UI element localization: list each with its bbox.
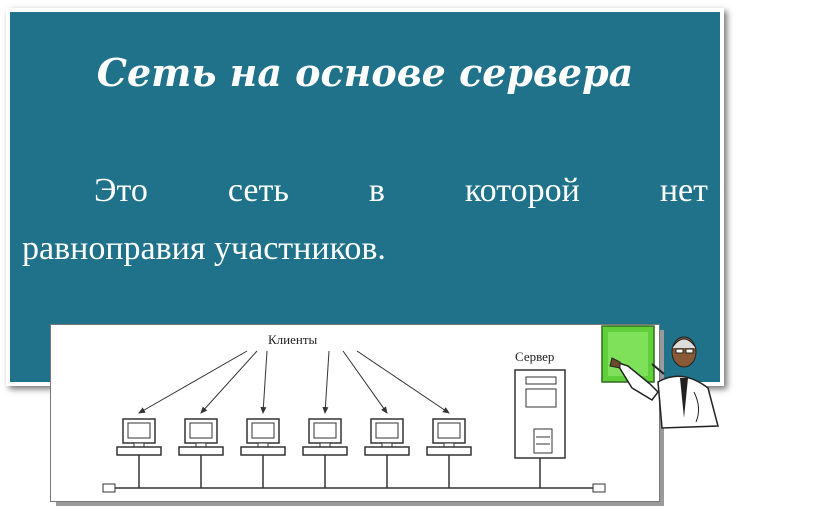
client-arrow — [138, 350, 248, 414]
computer-icon — [178, 418, 224, 488]
presenter-clipart-icon — [601, 325, 719, 429]
body-text-line2: равноправия участников. — [22, 230, 386, 267]
client-arrow — [356, 350, 450, 414]
slide-title: Сеть на основе сервера — [96, 50, 634, 95]
body-word: сеть — [227, 172, 289, 209]
client-arrow — [200, 350, 258, 414]
body-word: в — [368, 172, 385, 209]
body-text-line1: Это сеть в которой нет — [94, 172, 708, 210]
arrows-group — [138, 350, 450, 414]
slide-panel: Сеть на основе сервера Это сеть в которо… — [6, 8, 724, 386]
client-arrow — [322, 350, 330, 414]
computer-icon — [426, 418, 472, 488]
server-label: Сервер — [515, 349, 554, 364]
clients-group — [116, 418, 472, 488]
client-arrow — [342, 350, 388, 414]
computer-icon — [364, 418, 410, 488]
network-diagram: Клиенты Сервер — [50, 324, 660, 502]
body-word: которой — [464, 172, 580, 209]
computer-icon — [240, 418, 286, 488]
body-word: нет — [659, 172, 708, 209]
computer-icon — [302, 418, 348, 488]
clients-label: Клиенты — [268, 332, 318, 347]
client-arrow — [260, 350, 268, 414]
server-tower-icon — [514, 369, 566, 488]
network-diagram-svg: Клиенты Сервер — [102, 332, 606, 493]
body-word: Это — [94, 172, 148, 209]
network-bus — [102, 483, 606, 493]
computer-icon — [116, 418, 162, 488]
